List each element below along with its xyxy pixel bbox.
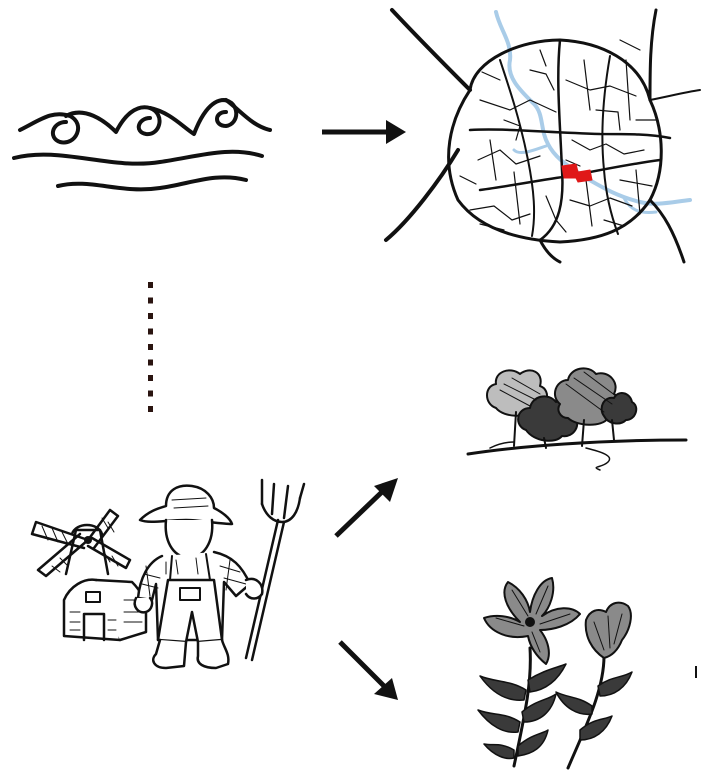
connector-dot <box>148 391 153 397</box>
connector-dot <box>148 375 153 381</box>
connector-dot <box>148 329 153 335</box>
connector-dot <box>148 406 153 412</box>
connector-dot <box>148 360 153 366</box>
windmill-icon <box>32 510 130 576</box>
dotted-vertical <box>148 282 153 412</box>
city-map-icon <box>386 10 700 262</box>
connector-dot <box>148 282 153 288</box>
waves-icon <box>14 100 270 189</box>
connector-dot <box>148 313 153 319</box>
connector-dot <box>148 344 153 350</box>
flowers-icon <box>478 578 632 768</box>
barn-icon <box>64 580 146 640</box>
arrow-right <box>322 120 406 144</box>
trees-landscape-icon <box>468 368 686 470</box>
farmer-icon <box>135 486 263 668</box>
arrow-up-right <box>336 478 398 536</box>
pitchfork-icon <box>246 480 304 660</box>
arrow-down-right <box>340 642 398 700</box>
connector-dot <box>148 298 153 304</box>
